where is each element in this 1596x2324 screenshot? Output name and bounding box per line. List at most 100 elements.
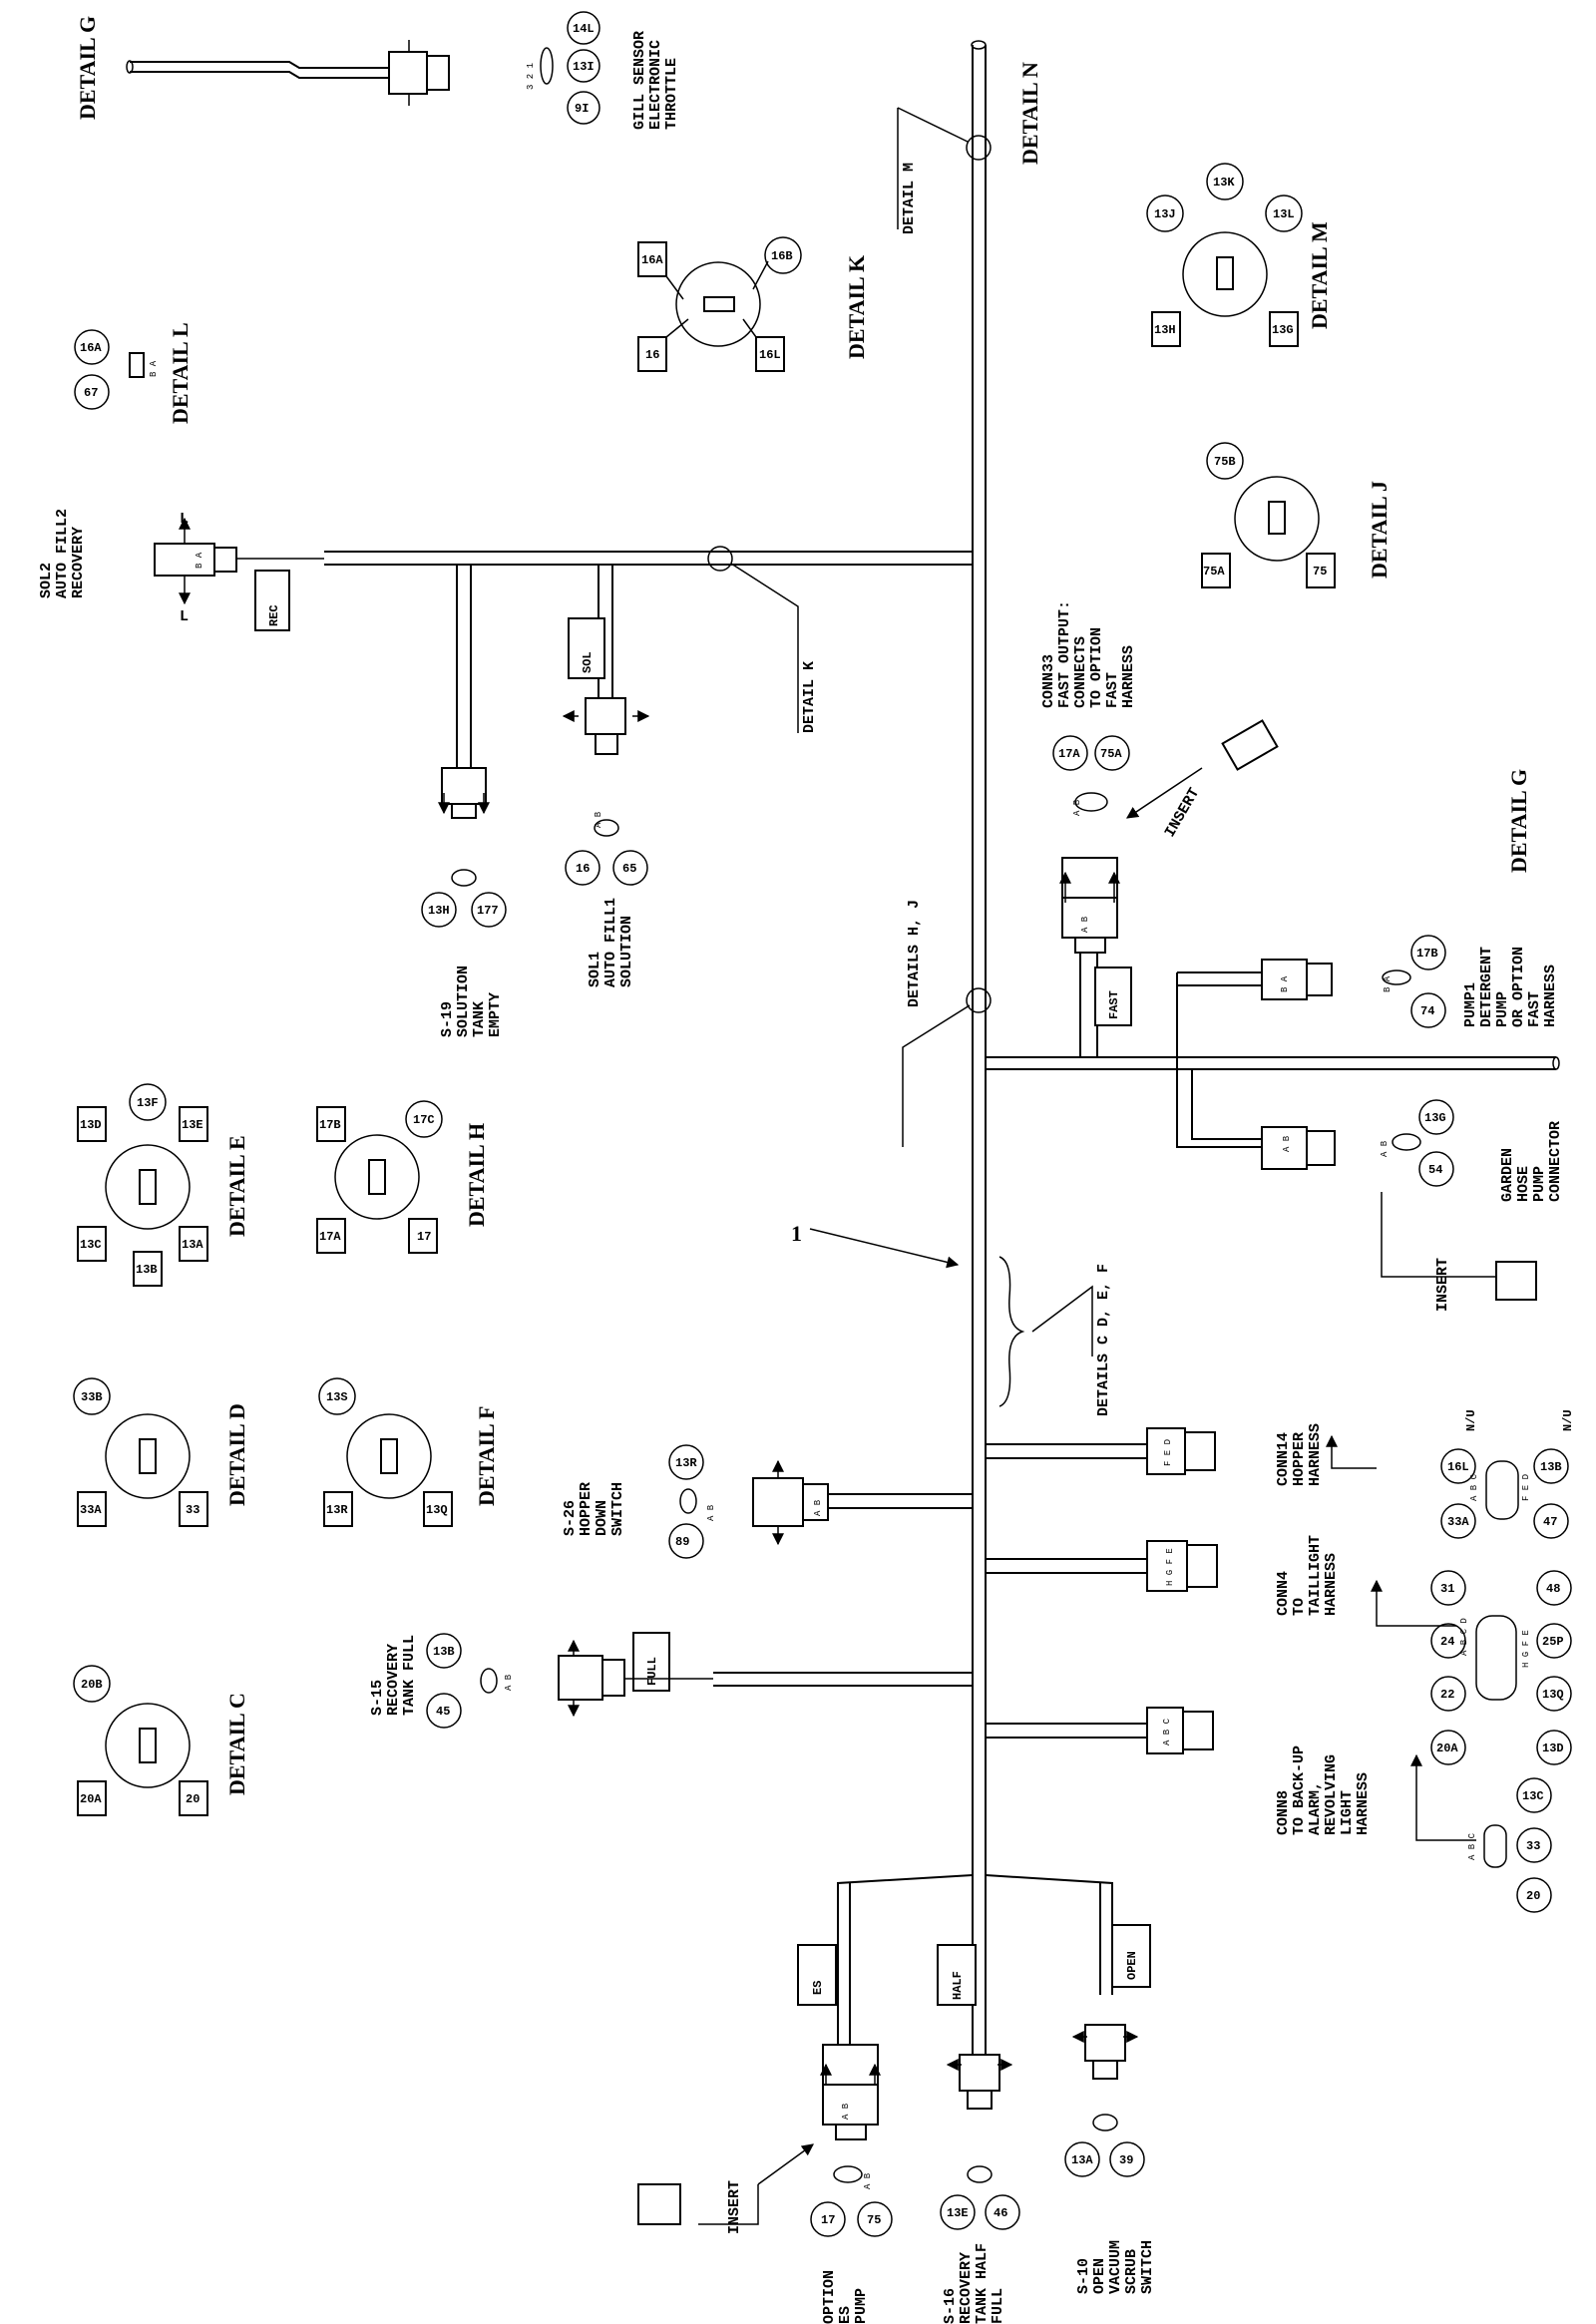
svg-text:RECOVERY: RECOVERY <box>958 2252 975 2324</box>
svg-text:SOL2: SOL2 <box>38 563 55 598</box>
svg-text:17: 17 <box>417 1230 431 1244</box>
svg-text:48: 48 <box>1546 1582 1560 1596</box>
s10-connector: OPEN <box>1071 1924 1151 2080</box>
svg-text:20: 20 <box>186 1792 200 1806</box>
main-harness-trunk <box>324 40 1560 1875</box>
svg-text:FAST: FAST <box>1526 991 1543 1027</box>
conn14-label: CONN14 HOPPER HARNESS <box>1275 1423 1324 1486</box>
detail-m-label: DETAIL M <box>1307 221 1332 329</box>
svg-text:EMPTY: EMPTY <box>487 992 504 1037</box>
conn8-connector: A B C <box>986 1707 1214 1754</box>
svg-text:L: L <box>180 511 189 528</box>
svg-text:A B: A B <box>863 2172 873 2189</box>
svg-text:TAILLIGHT: TAILLIGHT <box>1307 1535 1324 1616</box>
svg-text:PUMP: PUMP <box>853 2288 870 2324</box>
svg-text:20B: 20B <box>81 1678 103 1692</box>
svg-text:13H: 13H <box>428 904 450 918</box>
svg-text:THROTTLE: THROTTLE <box>663 58 680 130</box>
gill-sensor-cable <box>126 40 450 106</box>
conn4-label: CONN4 TO TAILLIGHT HARNESS <box>1275 1535 1340 1616</box>
svg-text:CONN33: CONN33 <box>1040 654 1057 708</box>
s19-connector <box>438 565 490 819</box>
detail-e-label: DETAIL E <box>224 1135 249 1237</box>
svg-text:OR OPTION: OR OPTION <box>1510 947 1527 1027</box>
conn33-label: CONN33 FAST OUTPUT: CONNECTS TO OPTION F… <box>1040 600 1137 708</box>
conn33-pinout: 17A 75A A B <box>1052 735 1130 816</box>
svg-text:16B: 16B <box>771 249 793 263</box>
svg-text:13B: 13B <box>433 1645 455 1659</box>
svg-text:HARNESS: HARNESS <box>1307 1423 1324 1486</box>
svg-text:A B C: A B C <box>1162 1718 1172 1745</box>
detail-k: 16A 16B 16 16L <box>637 236 802 372</box>
fast-insert: INSERT <box>1126 719 1279 841</box>
detail-c-label: DETAIL C <box>224 1693 249 1795</box>
svg-text:13Q: 13Q <box>1542 1688 1564 1702</box>
sol1-label: SOL1 AUTO FILL1 SOLUTION <box>587 898 635 987</box>
svg-text:SOL1: SOL1 <box>587 952 603 987</box>
svg-text:17B: 17B <box>1416 947 1438 961</box>
detail-g-right-label: DETAIL G <box>1506 769 1531 873</box>
svg-text:H G F E: H G F E <box>1165 1548 1175 1586</box>
svg-text:HARNESS: HARNESS <box>1355 1772 1372 1835</box>
conn33-connector: A B FAST <box>1059 857 1132 1057</box>
svg-text:45: 45 <box>436 1705 450 1719</box>
svg-text:A B C: A B C <box>1469 1473 1479 1501</box>
svg-text:DETERGENT: DETERGENT <box>1478 947 1495 1027</box>
svg-text:A B: A B <box>1080 916 1090 933</box>
wire-tag-half: HALF <box>951 1971 965 2000</box>
svg-text:17A: 17A <box>1058 747 1080 761</box>
s16-connector: HALF <box>937 1944 1013 2110</box>
svg-text:13A: 13A <box>1071 2153 1093 2167</box>
svg-text:A B: A B <box>504 1674 514 1691</box>
svg-text:13E: 13E <box>182 1118 203 1132</box>
svg-text:13B: 13B <box>136 1263 158 1277</box>
garden-hose-pinout: A B 13G 54 <box>1380 1099 1454 1187</box>
detail-c: 20B 20A 20 <box>73 1665 208 1816</box>
svg-text:24: 24 <box>1440 1635 1454 1649</box>
svg-text:HARNESS: HARNESS <box>1542 965 1559 1027</box>
sol1-connector: SOL <box>562 565 650 755</box>
svg-text:75: 75 <box>867 2213 881 2227</box>
svg-text:PUMP: PUMP <box>1494 991 1511 1027</box>
detail-f: 13S 13R 13Q <box>318 1377 453 1527</box>
svg-text:A B: A B <box>1072 799 1082 816</box>
svg-text:FAST: FAST <box>1104 672 1121 708</box>
svg-text:13R: 13R <box>675 1456 697 1470</box>
svg-text:S-19: S-19 <box>439 1001 456 1037</box>
svg-text:SWITCH: SWITCH <box>1139 2240 1156 2294</box>
svg-text:SWITCH: SWITCH <box>609 1482 626 1536</box>
svg-text:TANK HALF: TANK HALF <box>974 2243 991 2324</box>
svg-text:L: L <box>180 608 189 625</box>
conn8-pinout: A B C 13C 33 20 <box>1467 1777 1552 1913</box>
es-pump-pinout: A B 17 75 <box>810 2165 893 2237</box>
svg-text:54: 54 <box>1428 1163 1442 1177</box>
svg-text:ELECTRONIC: ELECTRONIC <box>647 40 664 130</box>
svg-text:74: 74 <box>1420 1004 1434 1018</box>
pump1-connector: B A <box>1176 959 1333 1148</box>
svg-text:F E D: F E D <box>1521 1474 1531 1501</box>
svg-text:HOPPER: HOPPER <box>578 1482 595 1536</box>
svg-text:65: 65 <box>622 862 636 876</box>
svg-text:HARNESS: HARNESS <box>1323 1553 1340 1616</box>
sol2-connector: L L B A REC <box>154 511 324 631</box>
conn14-connector: F E D <box>986 1427 1216 1475</box>
wire-tag-rec: REC <box>267 604 281 626</box>
svg-text:13D: 13D <box>80 1118 102 1132</box>
svg-text:17C: 17C <box>413 1113 435 1127</box>
garden-insert: INSERT <box>1381 1192 1537 1312</box>
detail-j: 75B 75A 75 <box>1201 442 1336 588</box>
svg-text:177: 177 <box>477 904 499 918</box>
svg-text:13L: 13L <box>1273 207 1295 221</box>
svg-text:A B C: A B C <box>1467 1832 1477 1860</box>
svg-text:16A: 16A <box>641 253 663 267</box>
svg-text:13G: 13G <box>1424 1111 1446 1125</box>
pump1-label: PUMP1 DETERGENT PUMP OR OPTION FAST HARN… <box>1462 947 1559 1027</box>
detail-k-pointer-label: DETAIL K <box>801 661 818 733</box>
svg-text:S-15: S-15 <box>369 1680 386 1716</box>
svg-text:OPEN: OPEN <box>1091 2258 1108 2294</box>
svg-text:B A: B A <box>1383 975 1393 992</box>
svg-text:B A: B A <box>149 360 159 377</box>
svg-text:A B: A B <box>706 1504 716 1521</box>
svg-text:B A: B A <box>1280 975 1290 992</box>
svg-text:46: 46 <box>994 2206 1007 2220</box>
